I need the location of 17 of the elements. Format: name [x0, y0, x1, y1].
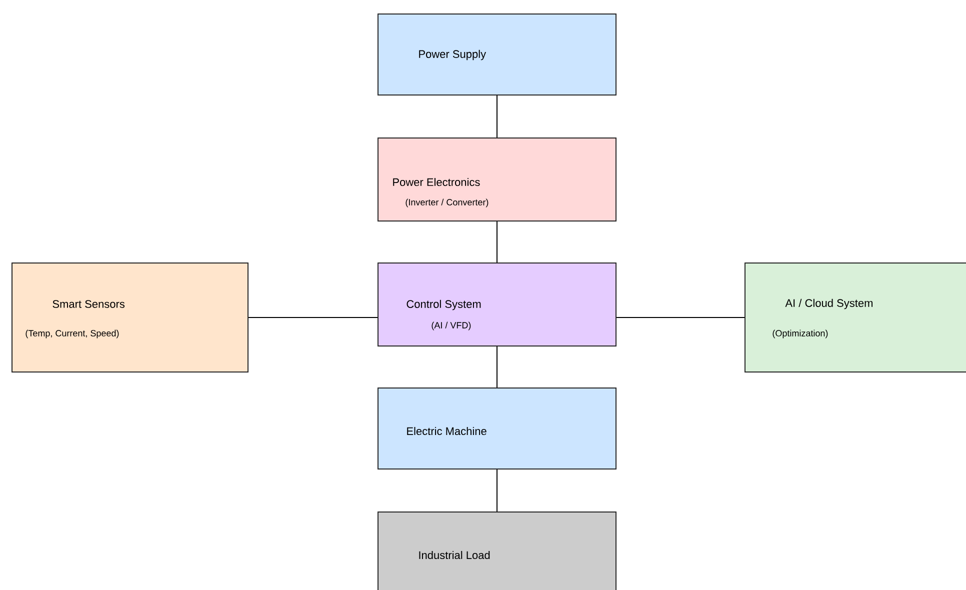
connector-line — [496, 469, 498, 512]
connector-line — [248, 317, 378, 318]
connector-line — [496, 95, 498, 138]
block-title: Power Electronics — [393, 178, 480, 186]
block-subtitle: (Temp, Current, Speed) — [26, 330, 119, 338]
block-title: AI / Cloud System — [785, 298, 872, 310]
block-title: Industrial Load — [419, 550, 490, 560]
block-subtitle: (Inverter / Converter) — [406, 198, 488, 208]
block-title: Power Supply — [419, 50, 486, 60]
connector-line — [496, 346, 498, 388]
connector-line — [496, 221, 498, 263]
block-title: Control System — [406, 300, 481, 310]
block-title: Electric Machine — [407, 426, 486, 436]
block-title: Smart Sensors — [52, 300, 125, 308]
block-subtitle: (AI / VFD) — [432, 322, 471, 330]
block-subtitle: (Optimization) — [772, 330, 828, 338]
connector-line — [616, 317, 745, 318]
